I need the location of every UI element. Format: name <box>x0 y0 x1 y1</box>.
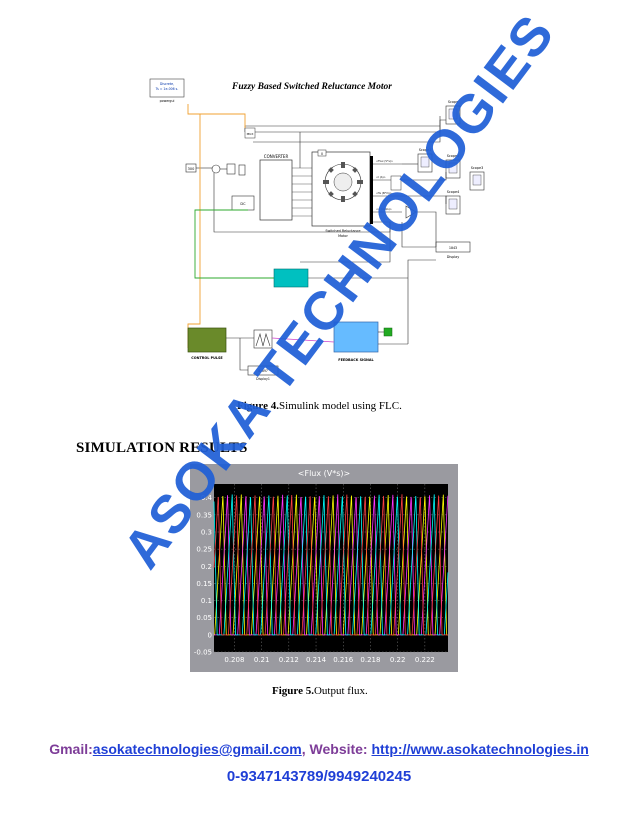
svg-text:MUX: MUX <box>247 132 254 136</box>
flux-scope-chart: <Flux (V*s)> -0.05 0 0.05 0.1 0.15 0.2 0.25 0.3… <box>190 464 458 672</box>
chart-title: <Flux (V*s)> <box>298 469 350 478</box>
svg-text:0.097: 0.097 <box>258 369 268 373</box>
email-link[interactable]: asokatechnologies@gmail.com <box>92 741 302 757</box>
y-tick-label: -0.05 <box>194 649 212 657</box>
website-label: , Website: <box>301 741 372 757</box>
y-tick-label: 0.25 <box>196 546 212 554</box>
x-tick-label: 0.216 <box>333 656 354 664</box>
svg-text:CONTROL PULSE: CONTROL PULSE <box>191 356 223 360</box>
svg-text:1043: 1043 <box>449 246 457 250</box>
y-tick-label: 0.2 <box>201 563 212 571</box>
x-tick-label: 0.222 <box>415 656 435 664</box>
x-tick-label: 0.214 <box>306 656 327 664</box>
figure4-caption: Figure 4.Simulink model using FLC. <box>237 400 402 412</box>
svg-text:300: 300 <box>188 167 195 171</box>
gmail-label: Gmail: <box>49 741 93 757</box>
svg-text:Motor: Motor <box>338 234 348 238</box>
y-tick-label: 0.15 <box>196 580 212 588</box>
svg-text:<I (A)>: <I (A)> <box>376 175 386 179</box>
y-tick-label: 0.4 <box>201 494 213 502</box>
footer-contact-line: Gmail:asokatechnologies@gmail.com, Websi… <box>0 741 638 757</box>
x-tick-label: 0.218 <box>360 656 380 664</box>
y-tick-label: 0 <box>208 631 212 639</box>
x-tick-label: 0.212 <box>279 656 299 664</box>
scope-blocks: Scope Scope1 Scope2 Scope3 Scope4 <box>417 100 485 215</box>
flux-series-line <box>213 494 449 636</box>
svg-text:CONVERTER: CONVERTER <box>264 154 289 159</box>
svg-text:Ts = 1e-006 s.: Ts = 1e-006 s. <box>155 87 179 91</box>
x-tick-label: 0.22 <box>390 656 406 664</box>
svg-text:Scope3: Scope3 <box>471 166 484 170</box>
svg-text:Scope: Scope <box>448 100 458 104</box>
section-heading: SIMULATION RESULTS <box>76 440 248 456</box>
svg-text:Scope2: Scope2 <box>447 154 460 158</box>
y-tick-label: 0.35 <box>196 511 212 519</box>
svg-text:<Flux (V*s)>: <Flux (V*s)> <box>376 159 393 163</box>
svg-text:Switched Reluctance: Switched Reluctance <box>325 229 360 233</box>
figure5-caption: Figure 5.Output flux. <box>272 685 368 697</box>
x-tick-label: 0.208 <box>224 656 244 664</box>
website-link[interactable]: http://www.asokatechnologies.in <box>371 741 589 757</box>
y-tick-label: 0.3 <box>201 529 212 537</box>
svg-text:Display1: Display1 <box>256 377 270 381</box>
y-tick-label: 0.05 <box>196 614 212 622</box>
flux-series-line <box>213 494 448 636</box>
simulink-title: Fuzzy Based Switched Reluctance Motor <box>231 82 392 92</box>
svg-text:Discrete,: Discrete, <box>160 82 174 86</box>
svg-text:Scope1: Scope1 <box>419 148 432 152</box>
svg-text:DC: DC <box>240 202 246 206</box>
svg-text:FEEDBACK SIGNAL: FEEDBACK SIGNAL <box>338 358 374 362</box>
svg-text:Scope4: Scope4 <box>447 190 460 194</box>
svg-text:powergui: powergui <box>160 99 175 103</box>
svg-text:0: 0 <box>321 152 323 156</box>
y-tick-label: 0.1 <box>201 597 212 605</box>
x-tick-label: 0.21 <box>254 656 270 664</box>
simulink-diagram: Fuzzy Based Switched Reluctance Motor Di… <box>140 72 500 382</box>
svg-text:<w (rad/s)>: <w (rad/s)> <box>376 207 392 211</box>
footer-phone: 0-9347143789/9949240245 <box>226 768 412 785</box>
svg-text:Display: Display <box>447 255 460 259</box>
svg-text:<Te (N*m)>: <Te (N*m)> <box>376 191 392 195</box>
